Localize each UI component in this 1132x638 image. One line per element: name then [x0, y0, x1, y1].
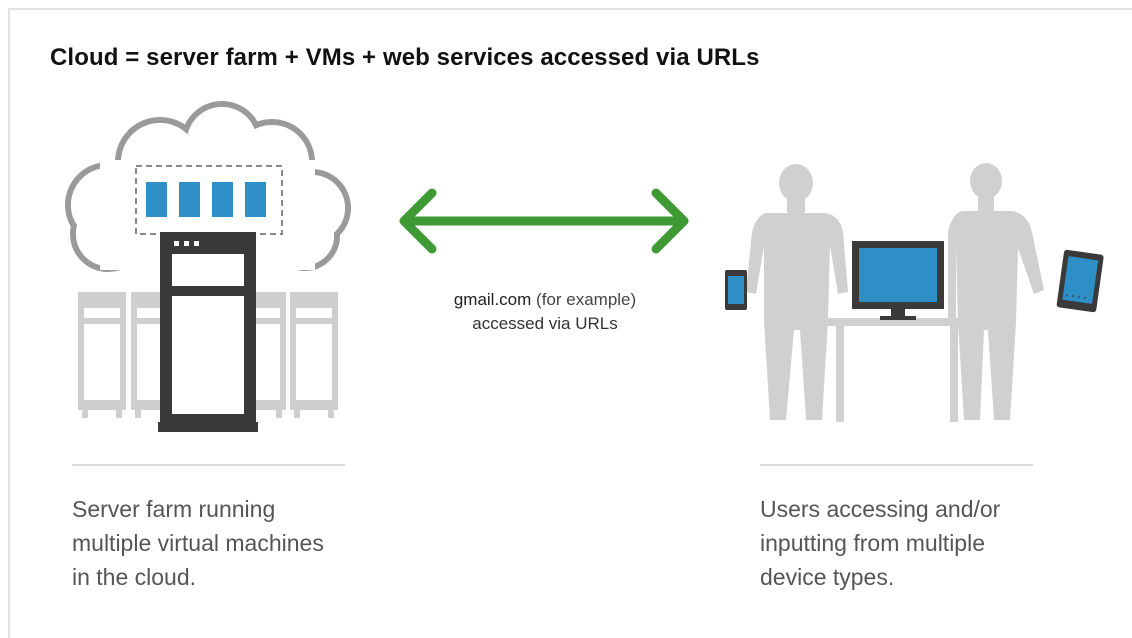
users-group [746, 163, 1044, 422]
caption-line: in the cloud. [72, 564, 197, 590]
caption-line: Users accessing and/or [760, 496, 1001, 522]
person-icon [746, 164, 848, 420]
desk-icon [824, 318, 972, 422]
vm-container [135, 165, 283, 235]
example-note: (for example) [536, 290, 637, 309]
double-arrow-icon [399, 188, 689, 254]
server-rack-icon [158, 232, 258, 432]
caption-line: Server farm running [72, 496, 276, 522]
diagram-frame [8, 8, 1132, 638]
users-caption: Users accessing and/or inputting from mu… [760, 492, 1000, 594]
left-divider [72, 464, 345, 466]
caption-line: inputting from multiple [760, 530, 985, 556]
virtual-machine-icon [179, 182, 200, 217]
virtual-machine-icon [245, 182, 266, 217]
virtual-machine-icon [212, 182, 233, 217]
tablet-icon [1056, 249, 1104, 313]
caption-line: device types. [760, 564, 895, 590]
arrow-caption-line2: accessed via URLs [472, 314, 618, 333]
arrow-caption: gmail.com (for example) accessed via URL… [390, 288, 700, 336]
caption-line: multiple virtual machines [72, 530, 324, 556]
diagram-title: Cloud = server farm + VMs + web services… [50, 44, 760, 71]
server-farm-caption: Server farm running multiple virtual mac… [72, 492, 324, 594]
example-url: gmail.com [453, 290, 532, 309]
virtual-machines [146, 182, 266, 217]
virtual-machine-icon [146, 182, 167, 217]
person-icon [948, 163, 1044, 420]
smartphone-icon [725, 270, 747, 310]
right-divider [760, 464, 1033, 466]
desktop-monitor-icon [852, 241, 944, 320]
